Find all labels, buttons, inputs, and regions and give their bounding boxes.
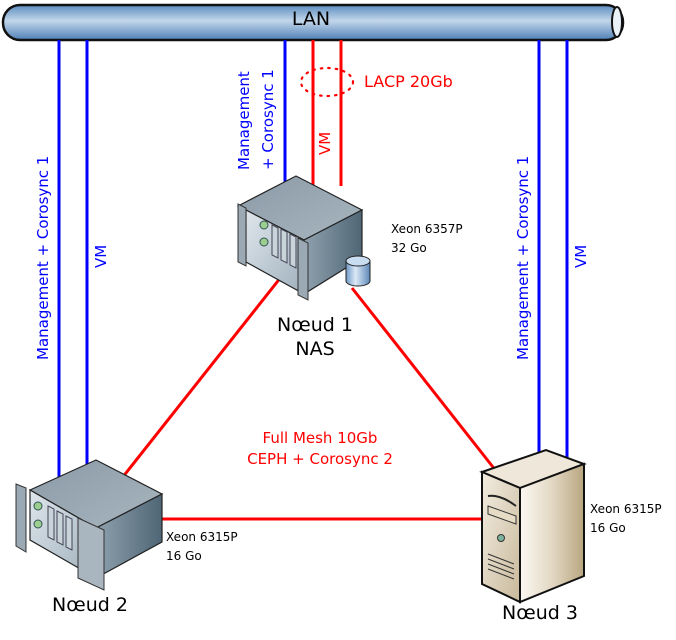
node2-specs: Xeon 6315P 16 Go — [166, 528, 238, 565]
lacp-bond-marker — [299, 66, 355, 98]
node2-vm-label: VM — [92, 244, 110, 268]
node1-management-label-line2: + Corosync 1 — [259, 69, 277, 170]
node1-vm-label: VM — [316, 131, 334, 155]
node1-ram: 32 Go — [391, 240, 427, 255]
node2-ram: 16 Go — [166, 548, 202, 563]
node3-cpu: Xeon 6315P — [590, 502, 662, 516]
node1-specs: Xeon 6357P 32 Go — [391, 220, 463, 257]
node1-management-label-line1: Management — [235, 71, 253, 170]
rack-server-with-storage-icon — [236, 175, 371, 301]
lan-label: LAN — [291, 8, 331, 30]
node1-name: Nœud 1 — [277, 314, 353, 336]
rack-server-icon — [15, 459, 164, 591]
tower-server-icon — [479, 448, 587, 604]
node2-management-label: Management + Corosync 1 — [34, 155, 52, 360]
mesh-link-node1-node3 — [350, 287, 502, 477]
node1-label: Nœud 1 NAS — [255, 314, 375, 362]
mesh-label-line1: Full Mesh 10Gb — [262, 429, 378, 447]
node2-name: Nœud 2 — [52, 594, 128, 616]
node3-management-label: Management + Corosync 1 — [514, 155, 532, 360]
mesh-label: Full Mesh 10Gb CEPH + Corosync 2 — [210, 428, 430, 470]
node1-cpu: Xeon 6357P — [391, 222, 463, 236]
mesh-label-line2: CEPH + Corosync 2 — [247, 450, 393, 468]
disk-icon — [345, 255, 371, 287]
node3-vm-label: VM — [572, 244, 590, 268]
node3-ram: 16 Go — [590, 520, 626, 535]
node3-name: Nœud 3 — [502, 602, 578, 624]
mesh-link-node1-node2 — [120, 271, 287, 479]
node2-cpu: Xeon 6315P — [166, 530, 238, 544]
node1-role: NAS — [295, 337, 335, 360]
lacp-label: LACP 20Gb — [364, 72, 453, 91]
node3-specs: Xeon 6315P 16 Go — [590, 500, 662, 537]
lan-bus — [1, 3, 625, 42]
